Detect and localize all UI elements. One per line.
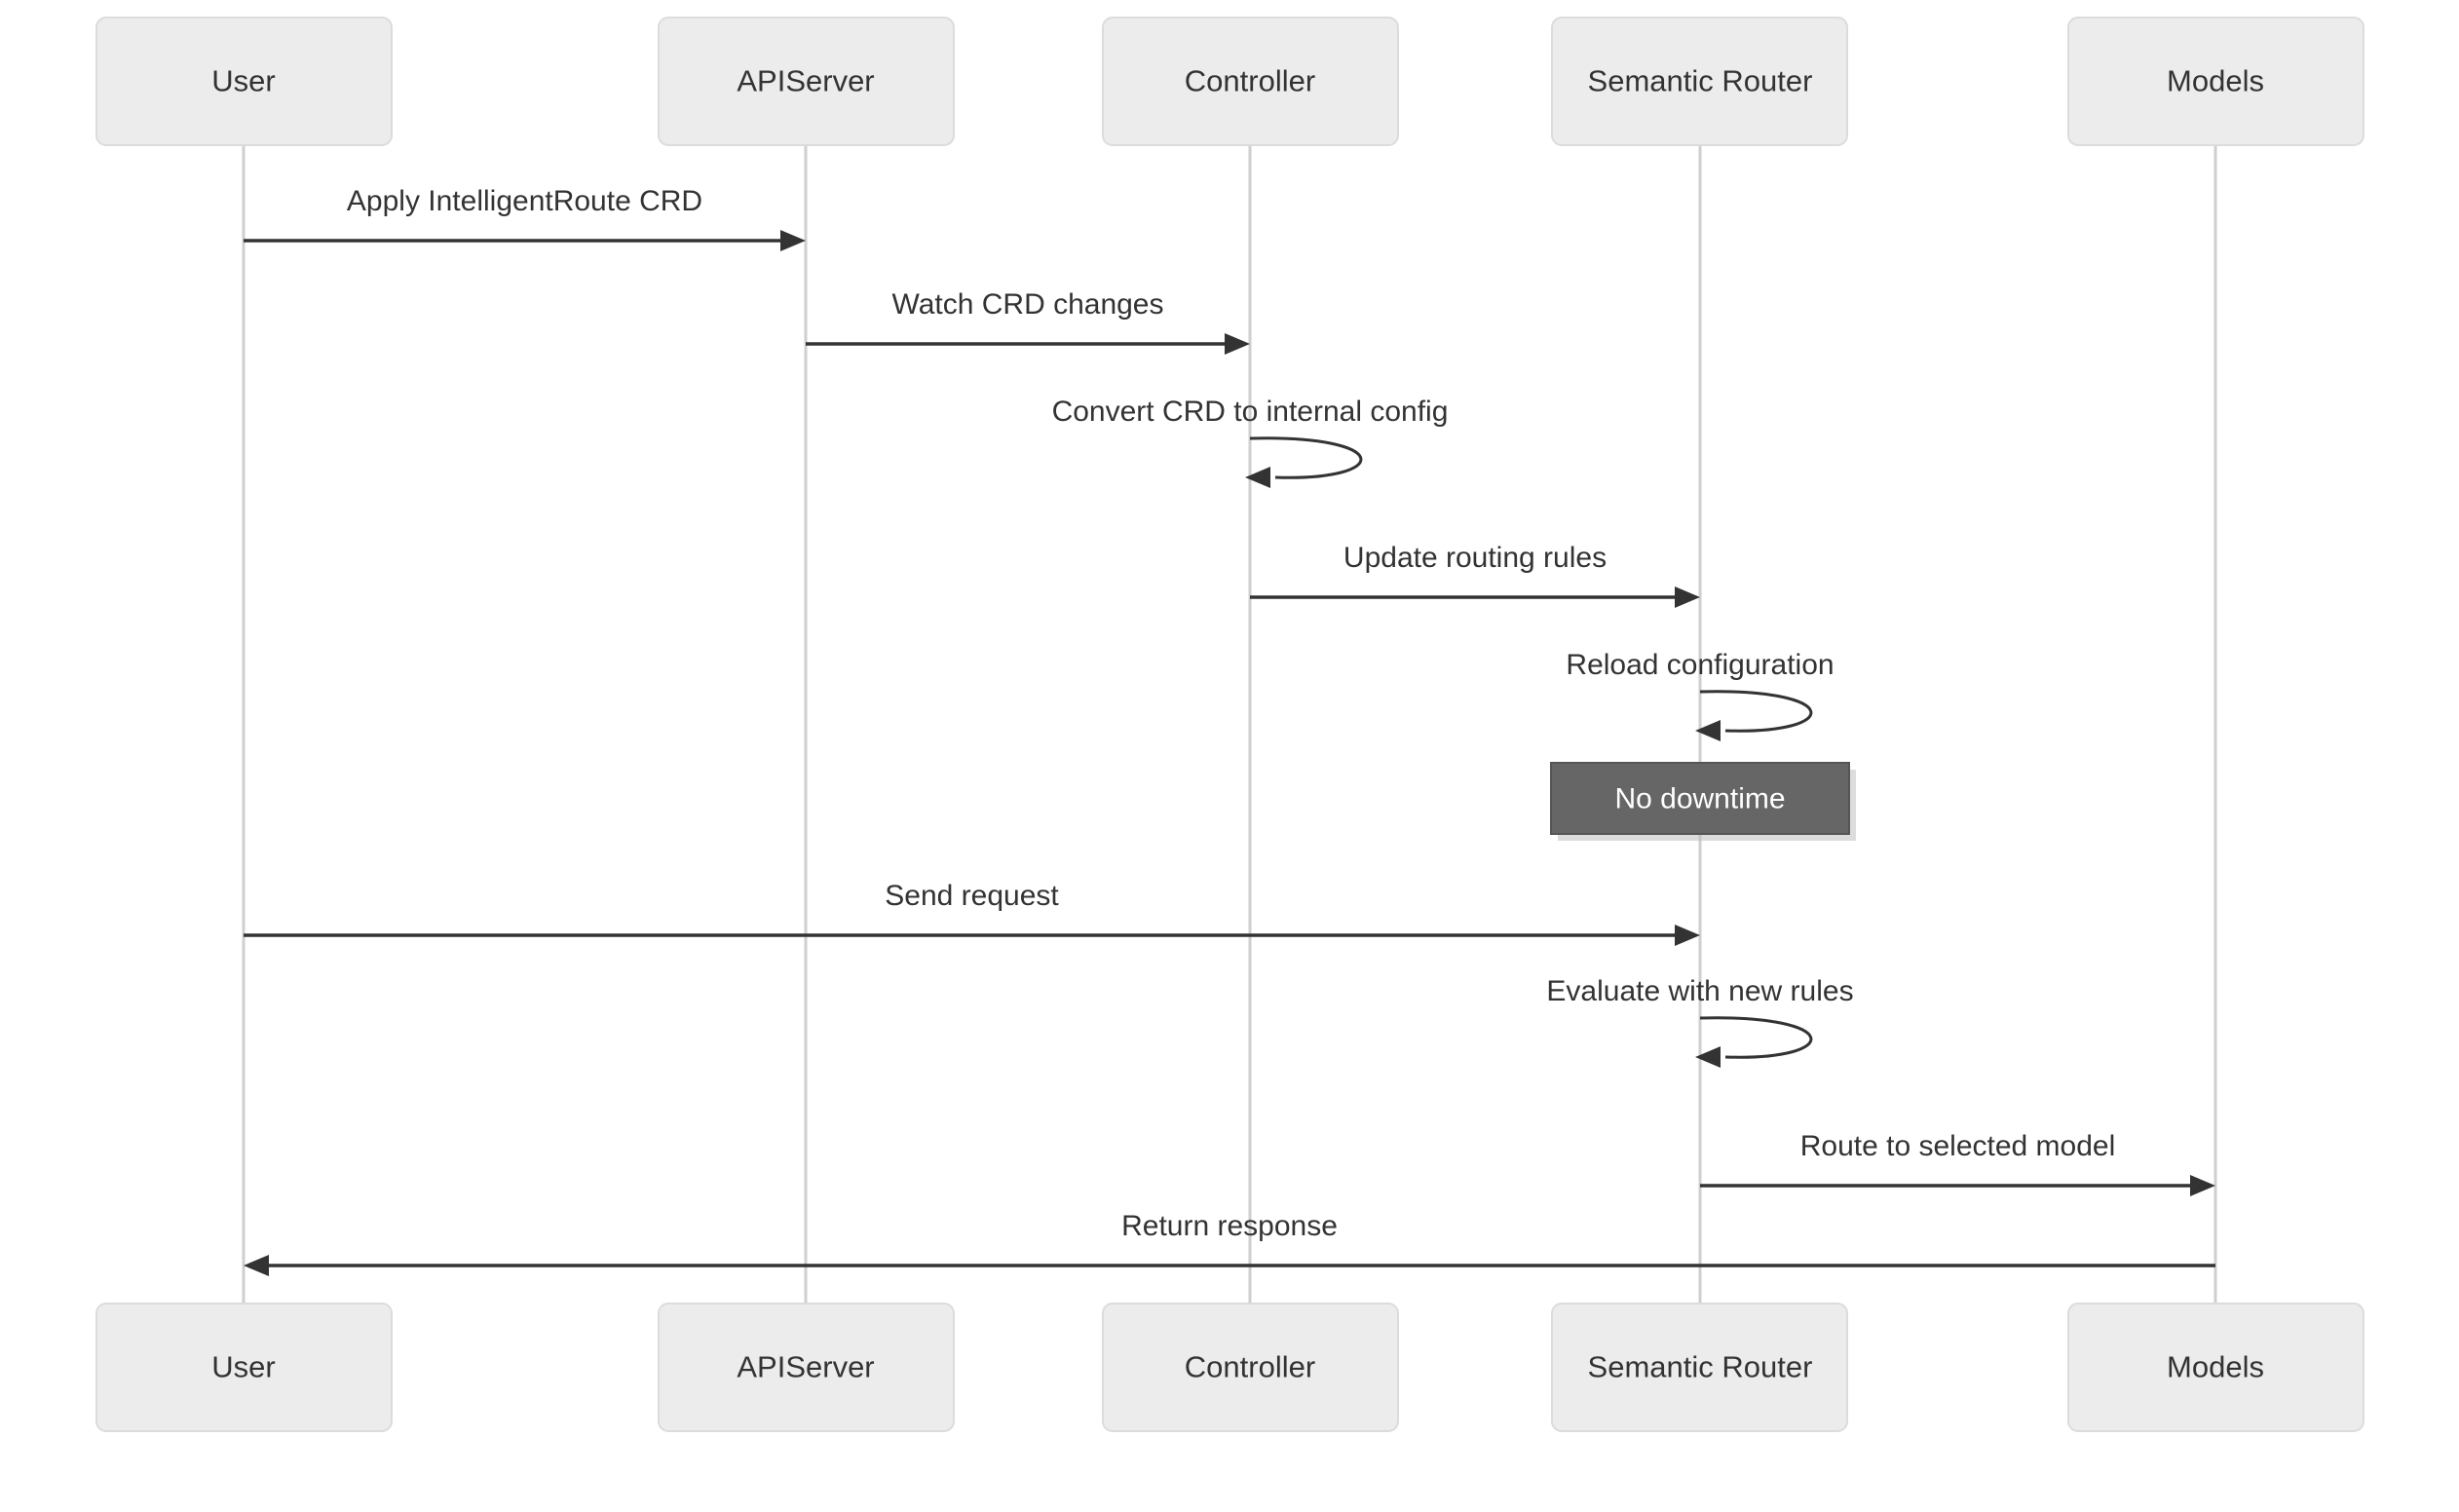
actor-rect <box>2067 1303 2364 1432</box>
message-m1[interactable]: Apply IntelligentRoute CRD <box>244 185 806 251</box>
actor-rect <box>1102 17 1399 146</box>
actor-box-bottom-router[interactable]: Semantic Router <box>1551 1303 1848 1432</box>
actor-label: Models <box>2167 1350 2264 1384</box>
arrow-head <box>780 230 806 251</box>
arrow-head <box>244 1255 269 1276</box>
arrow-head <box>1675 925 1700 946</box>
actor-rect <box>658 17 955 146</box>
actor-label: User <box>211 1350 275 1384</box>
actor-box-bottom-controller[interactable]: Controller <box>1102 1303 1399 1432</box>
actor-rect <box>95 17 393 146</box>
self-loop-path <box>1699 690 1813 733</box>
actor-label: Semantic Router <box>1588 1350 1813 1384</box>
message-m2[interactable]: Watch CRD changes <box>806 288 1250 355</box>
actor-rect <box>1551 17 1848 146</box>
message-label: Send request <box>885 880 1059 912</box>
note-label: No downtime <box>1614 782 1785 814</box>
note-n1[interactable]: No downtime <box>1550 762 1856 841</box>
lifelines-group <box>242 145 2217 1304</box>
actor-label: User <box>211 64 275 98</box>
message-m9[interactable]: Return response <box>244 1210 2215 1276</box>
message-m5[interactable]: Reload configuration <box>1566 649 1835 741</box>
actor-box-top-models[interactable]: Models <box>2067 17 2364 146</box>
messages-group: Apply IntelligentRoute CRD Watch CRD chan… <box>244 185 2215 1276</box>
actor-label: Models <box>2167 64 2264 98</box>
message-label: Apply IntelligentRoute CRD <box>347 185 702 217</box>
actor-rect <box>2067 17 2364 146</box>
actor-label: Semantic Router <box>1588 64 1813 98</box>
message-m6[interactable]: Send request <box>244 880 1700 946</box>
message-label: Update routing rules <box>1343 542 1607 574</box>
actor-box-top-controller[interactable]: Controller <box>1102 17 1399 146</box>
arrow-head <box>1245 467 1270 488</box>
arrow-head <box>1695 720 1721 741</box>
message-m3[interactable]: Convert CRD to internal config <box>1052 396 1449 488</box>
message-m4[interactable]: Update routing rules <box>1250 542 1700 608</box>
actors-bottom-group: User APIServer Controller Semantic Router Mo… <box>95 1303 2364 1432</box>
actor-rect <box>658 1303 955 1432</box>
actor-label: Controller <box>1185 1350 1315 1384</box>
actor-box-bottom-user[interactable]: User <box>95 1303 393 1432</box>
self-loop-path <box>1249 436 1363 479</box>
actor-label: APIServer <box>737 1350 874 1384</box>
message-label: Watch CRD changes <box>892 288 1164 321</box>
actor-box-top-router[interactable]: Semantic Router <box>1551 17 1848 146</box>
arrow-head <box>1225 333 1250 355</box>
actor-box-bottom-apiserver[interactable]: APIServer <box>658 1303 955 1432</box>
arrow-head <box>1695 1046 1721 1068</box>
actors-top-group: User APIServer Controller Semantic Router Mo… <box>95 17 2364 146</box>
actor-box-top-user[interactable]: User <box>95 17 393 146</box>
actor-label: APIServer <box>737 64 874 98</box>
actor-rect <box>1102 1303 1399 1432</box>
actor-box-bottom-models[interactable]: Models <box>2067 1303 2364 1432</box>
actor-rect <box>1551 1303 1848 1432</box>
arrow-head <box>1675 586 1700 608</box>
arrow-head <box>2190 1175 2215 1196</box>
actor-box-top-apiserver[interactable]: APIServer <box>658 17 955 146</box>
message-m7[interactable]: Evaluate with new rules <box>1546 975 1854 1068</box>
message-label: Reload configuration <box>1566 649 1834 681</box>
message-label: Route to selected model <box>1800 1130 2116 1162</box>
message-m8[interactable]: Route to selected model <box>1700 1130 2215 1196</box>
actor-label: Controller <box>1185 64 1315 98</box>
message-label: Convert CRD to internal config <box>1052 396 1449 428</box>
actor-rect <box>95 1303 393 1432</box>
message-label: Evaluate with new rules <box>1546 975 1853 1007</box>
message-label: Return response <box>1121 1210 1338 1242</box>
note-rect <box>1550 762 1850 835</box>
self-loop-path <box>1699 1016 1813 1059</box>
notes-group: No downtime <box>1550 762 1856 841</box>
